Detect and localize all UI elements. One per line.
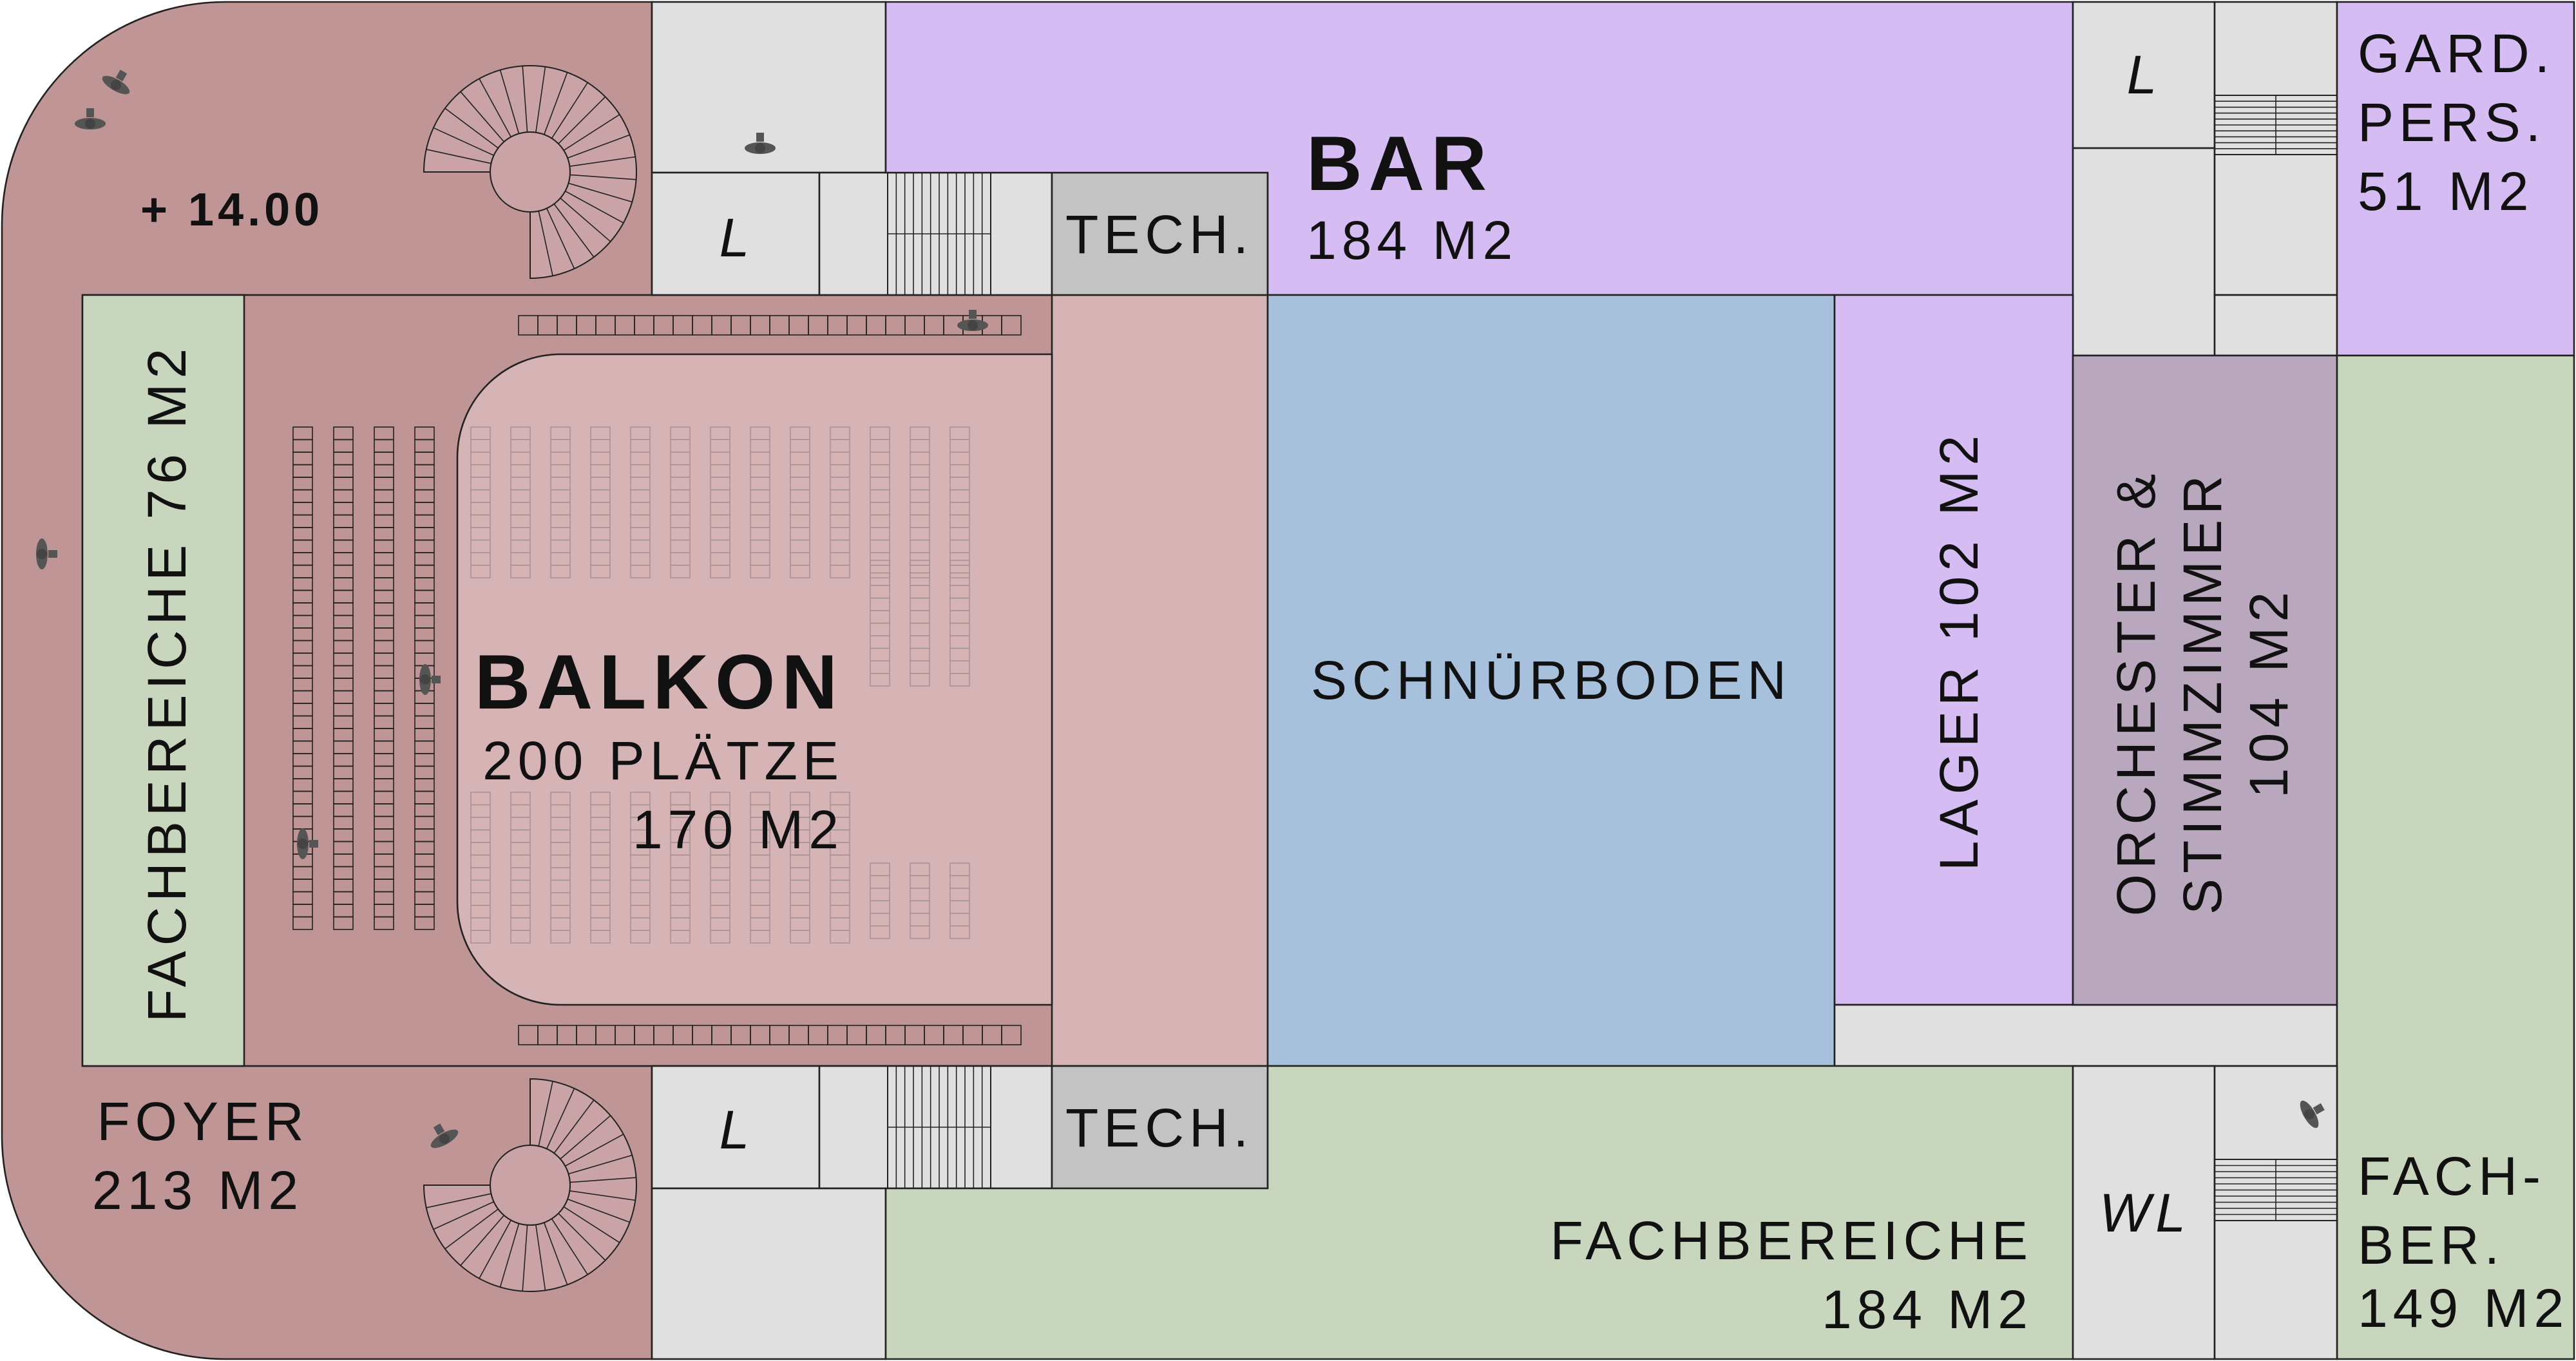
gard-pers-line1: GARD. <box>2358 23 2555 84</box>
lift-top-right-label: L <box>2127 44 2157 105</box>
seat-row-icon <box>510 426 531 578</box>
seat-row-icon <box>518 315 1022 336</box>
straight-stairs <box>887 95 2338 1221</box>
spiral-stair-icon <box>423 1078 637 1292</box>
spiral-stair-icon <box>423 65 637 280</box>
seat-row-icon <box>590 792 611 944</box>
orchester-room <box>2072 354 2338 1006</box>
schnuerboden-name: SCHNÜRBODEN <box>1311 650 1791 710</box>
seat-row-icon <box>750 792 770 944</box>
tech-bottom-room <box>1051 1065 1269 1190</box>
wc-right <box>2072 1065 2216 1360</box>
bar-name: BAR <box>1306 120 1493 207</box>
fachbereiche-left-label: FACHBEREICHE 76 M2 <box>137 343 197 1022</box>
seat-row-icon <box>949 862 970 939</box>
straight-stair-icon <box>2214 95 2338 155</box>
lager-label: LAGER 102 M2 <box>1929 430 1989 871</box>
balkon-seats: 200 PLÄTZE <box>482 730 844 791</box>
people <box>36 70 2325 1148</box>
fachbereiche-right-line3: 149 M2 <box>2358 1278 2569 1338</box>
seat-row-icon <box>910 560 930 687</box>
seat-row-icon <box>590 426 611 578</box>
service-right-lower <box>2072 147 2216 357</box>
lift-top-left-label: L <box>720 207 750 268</box>
orchester-line2: STIMMZIMMER <box>2172 470 2233 915</box>
person-icon <box>957 310 988 331</box>
fachbereiche-right-line2: BER. <box>2358 1215 2504 1275</box>
seat-row-icon <box>333 426 354 930</box>
level-label: + 14.00 <box>140 184 323 236</box>
tech-top-label: TECH. <box>1065 204 1254 265</box>
straight-stair-icon <box>887 172 991 296</box>
person-icon <box>75 108 106 129</box>
person-icon <box>2300 1100 2325 1128</box>
balcony-area <box>1051 294 1269 1067</box>
fachbereiche-right-line1: FACH- <box>2358 1146 2546 1206</box>
seat-row-icon <box>870 426 890 578</box>
tech-bottom-label: TECH. <box>1065 1098 1254 1158</box>
foyer-name: FOYER <box>97 1091 309 1152</box>
seat-row-icon <box>470 792 491 944</box>
seat-row-icon <box>870 862 890 939</box>
fachbereiche-right-room <box>2336 354 2575 1360</box>
lift-bottom-left <box>651 1065 821 1190</box>
orchester-line3: 104 M2 <box>2238 587 2299 798</box>
service-strip-right <box>2213 294 2338 357</box>
balkon-area: 170 M2 <box>633 799 844 860</box>
seat-row-icon <box>910 426 930 578</box>
balkon-name: BALKON <box>475 639 844 725</box>
seat-row-icon <box>630 792 651 944</box>
seat-row-icon <box>510 792 531 944</box>
fachbereiche-left-room <box>81 294 245 1067</box>
orchester-line1: ORCHESTER & <box>2106 469 2166 917</box>
person-icon <box>36 538 57 569</box>
seat-row-icon <box>414 426 435 930</box>
bar-area: 184 M2 <box>1306 210 1518 271</box>
seat-row-icon <box>830 426 850 578</box>
foyer-area-label: 213 M2 <box>92 1160 303 1221</box>
seat-row-icon <box>630 426 651 578</box>
service-block-bottom-left <box>651 1187 887 1360</box>
seat-row-icon <box>790 792 810 944</box>
seat-row-icon <box>550 792 571 944</box>
fachbereiche-bottom-name: FACHBEREICHE <box>1550 1210 2033 1271</box>
seat-row-icon <box>710 426 730 578</box>
straight-stair-icon <box>887 1065 991 1189</box>
person-icon <box>430 1123 459 1148</box>
spiral-stairs <box>423 65 637 1292</box>
seat-row-icon <box>910 862 930 939</box>
seat-row-icon <box>870 560 890 687</box>
lift-bottom-left-label: L <box>720 1099 750 1160</box>
person-icon <box>419 664 441 695</box>
seat-row-icon <box>790 426 810 578</box>
lager-room <box>1833 294 2074 1006</box>
fachbereiche-bottom-area: 184 M2 <box>1822 1279 2033 1340</box>
seat-row-icon <box>710 792 730 944</box>
wc-right-label: WL <box>2099 1183 2191 1243</box>
gard-pers-line2: PERS. <box>2358 92 2546 153</box>
seat-row-icon <box>750 426 770 578</box>
gard-pers-line3: 51 M2 <box>2358 161 2533 222</box>
straight-stair-icon <box>2214 1159 2338 1221</box>
seating <box>292 315 1022 1045</box>
seat-row-icon <box>830 792 850 944</box>
seat-row-icon <box>949 560 970 687</box>
schnuerboden-room <box>1266 294 1836 1067</box>
person-icon <box>745 133 776 154</box>
seat-row-icon <box>518 1025 1022 1045</box>
person-icon <box>297 828 318 859</box>
seat-row-icon <box>470 426 491 578</box>
seat-row-icon <box>374 426 394 930</box>
seat-row-icon <box>949 426 970 578</box>
gard-pers-room <box>2336 1 2575 357</box>
seat-row-icon <box>670 426 691 578</box>
person-icon <box>102 70 130 95</box>
seat-row-icon <box>550 426 571 578</box>
corridor-right <box>1833 1004 2338 1067</box>
seat-row-icon <box>670 792 691 944</box>
